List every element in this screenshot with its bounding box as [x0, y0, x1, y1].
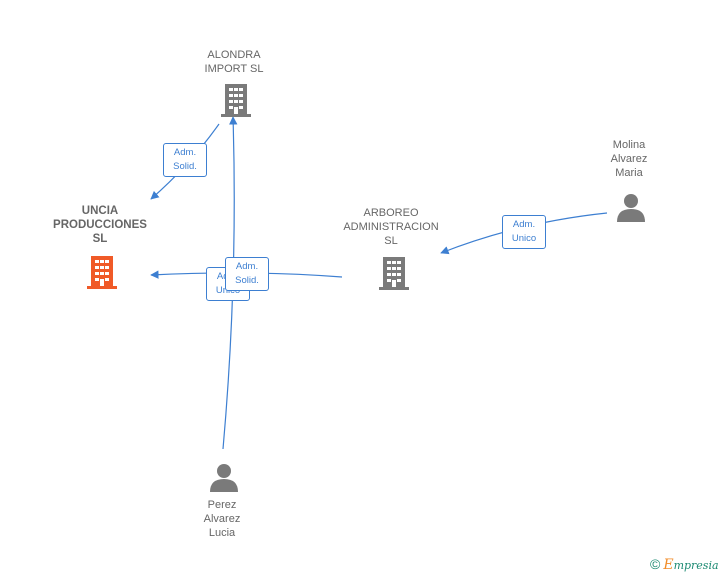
building-icon[interactable] [220, 83, 252, 117]
building-icon[interactable] [378, 256, 410, 290]
badge-line: Unico [511, 233, 537, 244]
node-label-line: Alvarez [203, 513, 241, 525]
copyright-icon: © [650, 556, 661, 572]
building-icon[interactable] [86, 255, 118, 289]
node-label-line: PRODUCCIONES [53, 219, 147, 231]
person-icon[interactable] [209, 462, 239, 492]
node-label-line: ADMINISTRACION [343, 221, 439, 233]
node-label-line: Lucia [208, 527, 236, 539]
node-label-line: ARBOREO [363, 207, 419, 219]
node-label-perez[interactable]: Perez Alvarez Lucia [182, 498, 262, 540]
badge-line: Adm. [173, 147, 197, 158]
brand-logo-text: mpresia [673, 559, 719, 572]
node-label-line: Alvarez [610, 153, 648, 165]
edge-badge-alondra-uncia[interactable]: Adm. Solid. [163, 143, 207, 177]
badge-line: Solid. [173, 161, 197, 172]
node-label-uncia[interactable]: UNCIA PRODUCCIONES SL [40, 204, 160, 246]
node-label-line: Molina [612, 139, 646, 151]
node-label-molina[interactable]: Molina Alvarez Maria [589, 138, 669, 180]
node-label-arboreo[interactable]: ARBOREO ADMINISTRACION SL [336, 206, 446, 248]
edge-badge-perez-alondra[interactable]: Adm. Solid. [225, 257, 269, 291]
badge-line: Adm. [235, 261, 259, 272]
node-label-line: Perez [207, 499, 237, 511]
badge-line: Adm. [512, 219, 536, 230]
node-label-line: SL [384, 235, 398, 247]
brand-logo-initial: E [663, 557, 674, 573]
node-label-line: Maria [615, 167, 643, 179]
node-label-line: IMPORT SL [204, 63, 264, 75]
node-label-alondra[interactable]: ALONDRA IMPORT SL [184, 48, 284, 76]
edge-badge-molina-arboreo[interactable]: Adm. Unico [502, 215, 546, 249]
badge-line: Solid. [235, 275, 259, 286]
brand-footer: ©Empresia [650, 556, 719, 573]
person-icon[interactable] [616, 192, 646, 222]
node-label-line: SL [92, 233, 108, 245]
node-label-line: UNCIA [81, 205, 119, 217]
node-label-line: ALONDRA [207, 49, 261, 61]
